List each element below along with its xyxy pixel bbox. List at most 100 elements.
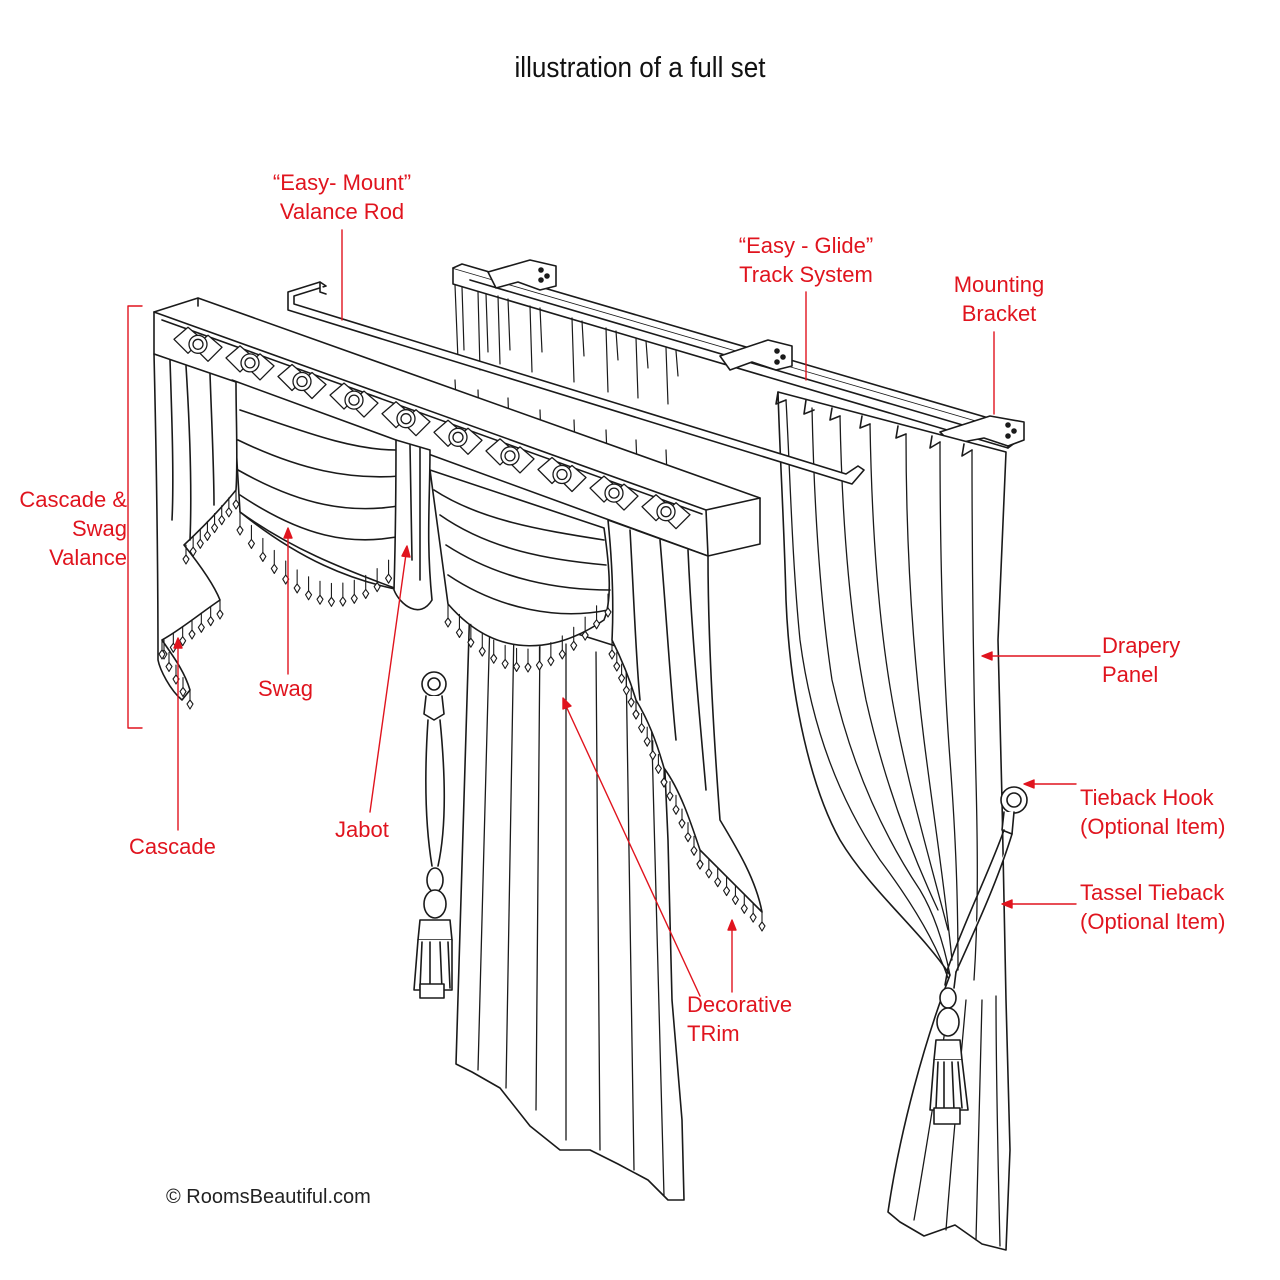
fringe-bead — [236, 511, 244, 536]
swag — [231, 379, 611, 647]
fringe-bead — [608, 639, 616, 660]
fringe-bead — [740, 893, 748, 914]
fringe-bead — [259, 537, 267, 562]
fringe-bead — [714, 867, 722, 888]
leader-lines — [173, 229, 1101, 997]
tassel-tieback — [929, 829, 1013, 1125]
fringe-bead — [613, 651, 621, 672]
fringe-bead — [247, 524, 255, 550]
jabot — [393, 439, 433, 611]
fringe-bead — [593, 605, 601, 630]
fringe-bead — [723, 876, 731, 897]
fringe-bead — [232, 489, 240, 510]
fringe-bead — [179, 676, 187, 698]
label-valance-rod: “Easy- Mount” Valance Rod — [272, 170, 412, 224]
fringe-bead — [547, 642, 555, 667]
fringe-bead — [731, 884, 739, 905]
fringe-bead — [758, 911, 766, 932]
medallion — [173, 326, 223, 362]
fringe-bead — [684, 822, 692, 843]
fringe-bead — [558, 635, 566, 660]
fringe-bead — [649, 740, 657, 761]
fringe-bead — [604, 593, 612, 618]
fringe-bead — [203, 520, 211, 541]
medallion — [485, 438, 535, 474]
fringe-bead — [218, 505, 226, 526]
fringe-bead — [373, 568, 381, 593]
mounting-bracket-right — [939, 415, 1025, 447]
fringe-bead — [186, 689, 194, 710]
label-tieback-hook: Tieback Hook (Optional Item) — [1080, 785, 1226, 839]
copyright-notice: © RoomsBeautiful.com — [166, 1186, 371, 1208]
fringe-bead — [535, 646, 543, 671]
fringe-bead — [581, 616, 589, 641]
fringe-bead — [672, 794, 680, 815]
left-drapery-panel — [455, 599, 685, 1201]
fringe-bead — [211, 513, 219, 534]
label-decorative-trim: Decorative TRim — [687, 992, 793, 1046]
fringe-bead — [189, 536, 197, 557]
medallion — [277, 363, 327, 400]
label-tassel-tieback: Tassel Tieback (Optional Item) — [1080, 880, 1226, 934]
fringe-bead — [293, 569, 301, 594]
medallion — [329, 382, 379, 418]
fringe-bead — [339, 582, 347, 607]
fringe-bead — [467, 623, 475, 648]
medallion — [433, 419, 483, 455]
fringe-bead — [638, 713, 646, 734]
fringe-bead — [327, 582, 335, 607]
fringe-bead — [490, 639, 498, 664]
fringe-bead — [225, 497, 233, 518]
fringe-bead — [705, 858, 713, 879]
fringe-bead — [196, 528, 204, 549]
label-swag: Swag — [258, 676, 314, 701]
fringe-bead — [165, 651, 173, 673]
valance-medallions — [173, 326, 691, 530]
fringe-bead — [158, 639, 166, 660]
medallion — [641, 494, 691, 530]
fringe-bead — [455, 613, 463, 638]
fringe-bead — [618, 663, 626, 684]
fringe-bead — [270, 549, 278, 575]
label-cascade-swag-valance: Cascade & Swag Valance — [19, 487, 127, 570]
fringe-bead — [207, 606, 215, 627]
fringe-bead — [501, 644, 509, 670]
left-tassel-tieback — [413, 671, 453, 999]
label-track-system: “Easy - Glide” Track System — [738, 233, 874, 287]
mounting-bracket-left — [487, 259, 557, 291]
label-cascade: Cascade — [129, 834, 216, 859]
cascade-left — [153, 353, 238, 701]
fringe-bead — [316, 580, 324, 605]
fringe-bead — [690, 835, 698, 856]
fringe-bead — [632, 699, 640, 720]
fringe-bead — [188, 619, 196, 640]
fringe-bead — [478, 632, 486, 657]
fringe-bead — [362, 574, 370, 600]
fringe-bead — [385, 559, 393, 584]
fringe-bead — [444, 603, 452, 628]
fringe-bead — [627, 687, 635, 708]
label-mounting-bracket: Mounting Bracket — [953, 272, 1045, 326]
medallion — [381, 401, 431, 437]
label-jabot: Jabot — [335, 817, 389, 842]
medallion — [537, 456, 587, 493]
valance-bracket-line — [127, 305, 143, 729]
fringe-bead — [696, 849, 704, 870]
fringe-bead — [660, 767, 668, 788]
fringe-bead — [749, 902, 757, 923]
medallion — [589, 475, 639, 511]
diagram-title: illustration of a full set — [514, 52, 766, 84]
fringe-bead — [197, 612, 205, 633]
fringe-bead — [666, 781, 674, 802]
cascade-left-fringe — [158, 489, 240, 710]
fringe-bead — [643, 726, 651, 747]
fringe-bead — [216, 599, 224, 620]
mounting-bracket-middle — [719, 339, 793, 371]
fringe-bead — [570, 626, 578, 651]
fringe-bead — [524, 648, 532, 673]
medallion — [225, 345, 275, 381]
fringe-bead — [678, 808, 686, 829]
drapery-panel — [775, 391, 1011, 1251]
